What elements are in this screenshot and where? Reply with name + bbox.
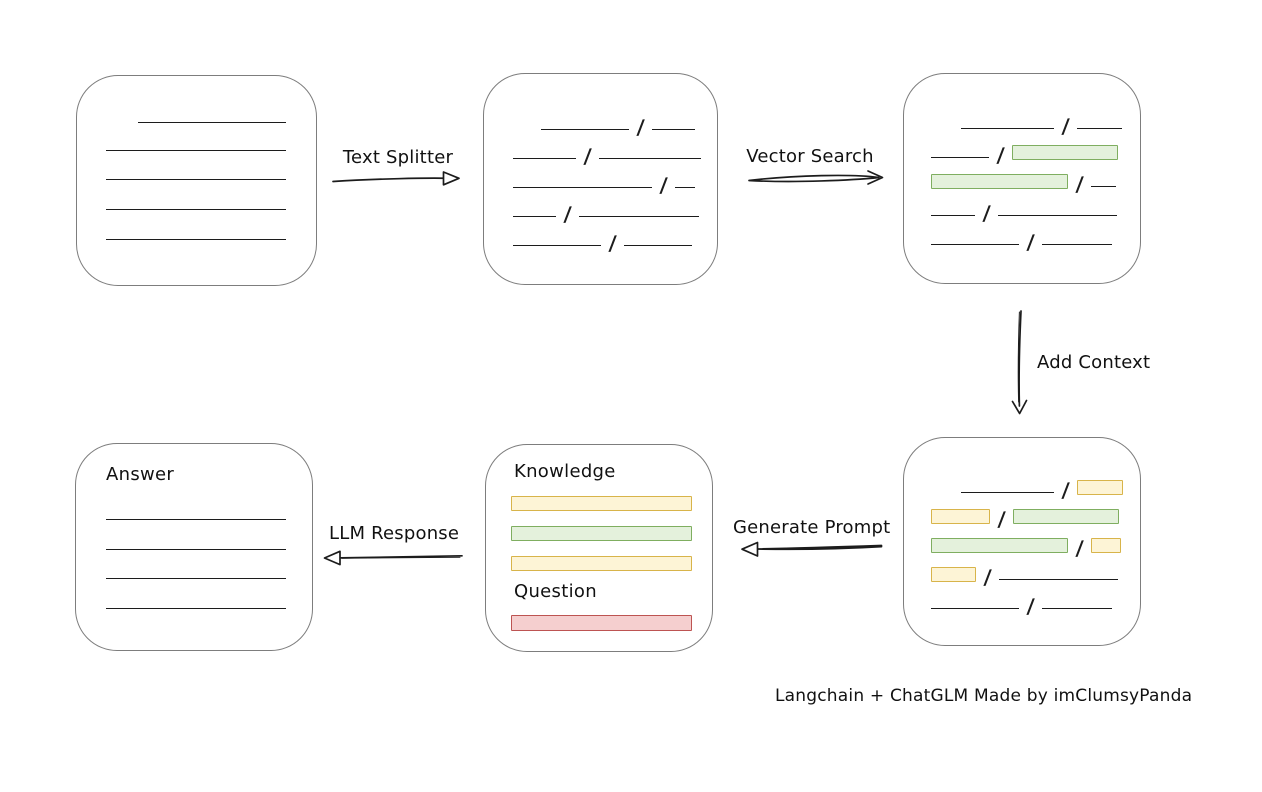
text-line <box>1091 182 1117 187</box>
chunk-row: / <box>513 220 717 255</box>
answer-label: Answer <box>106 464 175 485</box>
text-line <box>652 125 696 130</box>
generate-prompt-label: Generate Prompt <box>733 517 891 538</box>
chunk-row: / <box>931 190 1140 225</box>
text-line <box>106 150 286 151</box>
chunk-row: / <box>931 496 1140 531</box>
text-line <box>541 125 629 130</box>
highlight-green-bar <box>931 538 1068 553</box>
slash-separator: / <box>997 507 1007 531</box>
slash-separator: / <box>1061 478 1071 502</box>
text-line <box>961 124 1054 129</box>
slash-separator: / <box>608 231 618 255</box>
slash-separator: / <box>982 201 992 225</box>
node-prompt: Knowledge Question <box>485 444 713 652</box>
text-line <box>1077 124 1123 129</box>
slash-separator: / <box>583 144 593 168</box>
chunk-row: / <box>931 103 1140 138</box>
node-document <box>76 75 317 286</box>
chunk-row: / <box>931 132 1140 167</box>
node-split-chunks: / / / / / <box>483 73 718 285</box>
node-answer: Answer <box>75 443 313 651</box>
text-line <box>961 488 1054 493</box>
text-line <box>624 241 693 246</box>
chunk-row: / <box>513 133 717 168</box>
slash-separator: / <box>1075 172 1085 196</box>
chunk-row: / <box>513 104 717 139</box>
add-context-arrow <box>1011 310 1028 415</box>
text-line <box>106 608 286 609</box>
text-line <box>1042 604 1113 609</box>
text-line <box>931 211 975 216</box>
slash-separator: / <box>983 565 993 589</box>
text-splitter-arrow <box>332 171 460 186</box>
chunk-row: / <box>931 583 1140 618</box>
chunk-row: / <box>931 554 1140 589</box>
node-matched-chunks: / / / / / <box>903 73 1141 284</box>
highlight-green-bar <box>1012 145 1119 160</box>
text-line <box>513 154 576 159</box>
knowledge-label: Knowledge <box>514 461 616 482</box>
chunk-row: / <box>513 162 717 197</box>
text-line <box>106 179 286 180</box>
text-line <box>106 209 286 210</box>
highlight-green-bar <box>931 174 1068 189</box>
caption: Langchain + ChatGLM Made by imClumsyPand… <box>775 686 1193 706</box>
text-line <box>513 212 556 217</box>
text-line <box>106 519 286 520</box>
node-context-chunks: / / / / / <box>903 437 1141 646</box>
slash-separator: / <box>1026 594 1036 618</box>
text-line <box>579 212 700 217</box>
text-line <box>106 578 286 579</box>
context-yellow-bar <box>1091 538 1122 553</box>
question-label: Question <box>514 581 597 602</box>
text-line <box>513 241 601 246</box>
context-yellow-bar <box>931 567 976 582</box>
text-line <box>106 549 286 550</box>
text-line <box>138 122 286 123</box>
question-red-bar <box>511 615 692 631</box>
knowledge-yellow-bar <box>511 556 692 571</box>
slash-separator: / <box>1061 114 1071 138</box>
text-line <box>1042 240 1113 245</box>
chunk-row: / <box>931 467 1140 502</box>
chunk-row: / <box>931 525 1140 560</box>
text-line <box>931 240 1019 245</box>
text-line <box>513 183 652 188</box>
slash-separator: / <box>563 202 573 226</box>
text-line <box>931 604 1019 609</box>
llm-response-label: LLM Response <box>329 523 460 544</box>
knowledge-yellow-bar <box>511 496 692 511</box>
slash-separator: / <box>1075 536 1085 560</box>
text-line <box>599 154 702 159</box>
text-line <box>931 153 989 158</box>
chunk-row: / <box>931 161 1140 196</box>
text-line <box>106 239 286 240</box>
slash-separator: / <box>1026 230 1036 254</box>
chunk-row: / <box>513 191 717 226</box>
text-splitter-label: Text Splitter <box>342 147 454 168</box>
generate-prompt-arrow <box>741 541 883 557</box>
chunk-row: / <box>931 219 1140 254</box>
add-context-label: Add Context <box>1037 352 1151 373</box>
llm-response-arrow <box>323 550 463 566</box>
text-line <box>675 183 696 188</box>
text-line <box>998 211 1118 216</box>
context-yellow-bar <box>931 509 990 524</box>
highlight-green-bar <box>1013 509 1120 524</box>
context-yellow-bar <box>1077 480 1124 495</box>
slash-separator: / <box>659 173 669 197</box>
vector-search-arrow <box>748 170 884 185</box>
slash-separator: / <box>996 143 1006 167</box>
text-line <box>999 575 1119 580</box>
vector-search-label: Vector Search <box>746 146 874 167</box>
slash-separator: / <box>636 115 646 139</box>
knowledge-green-bar <box>511 526 692 541</box>
